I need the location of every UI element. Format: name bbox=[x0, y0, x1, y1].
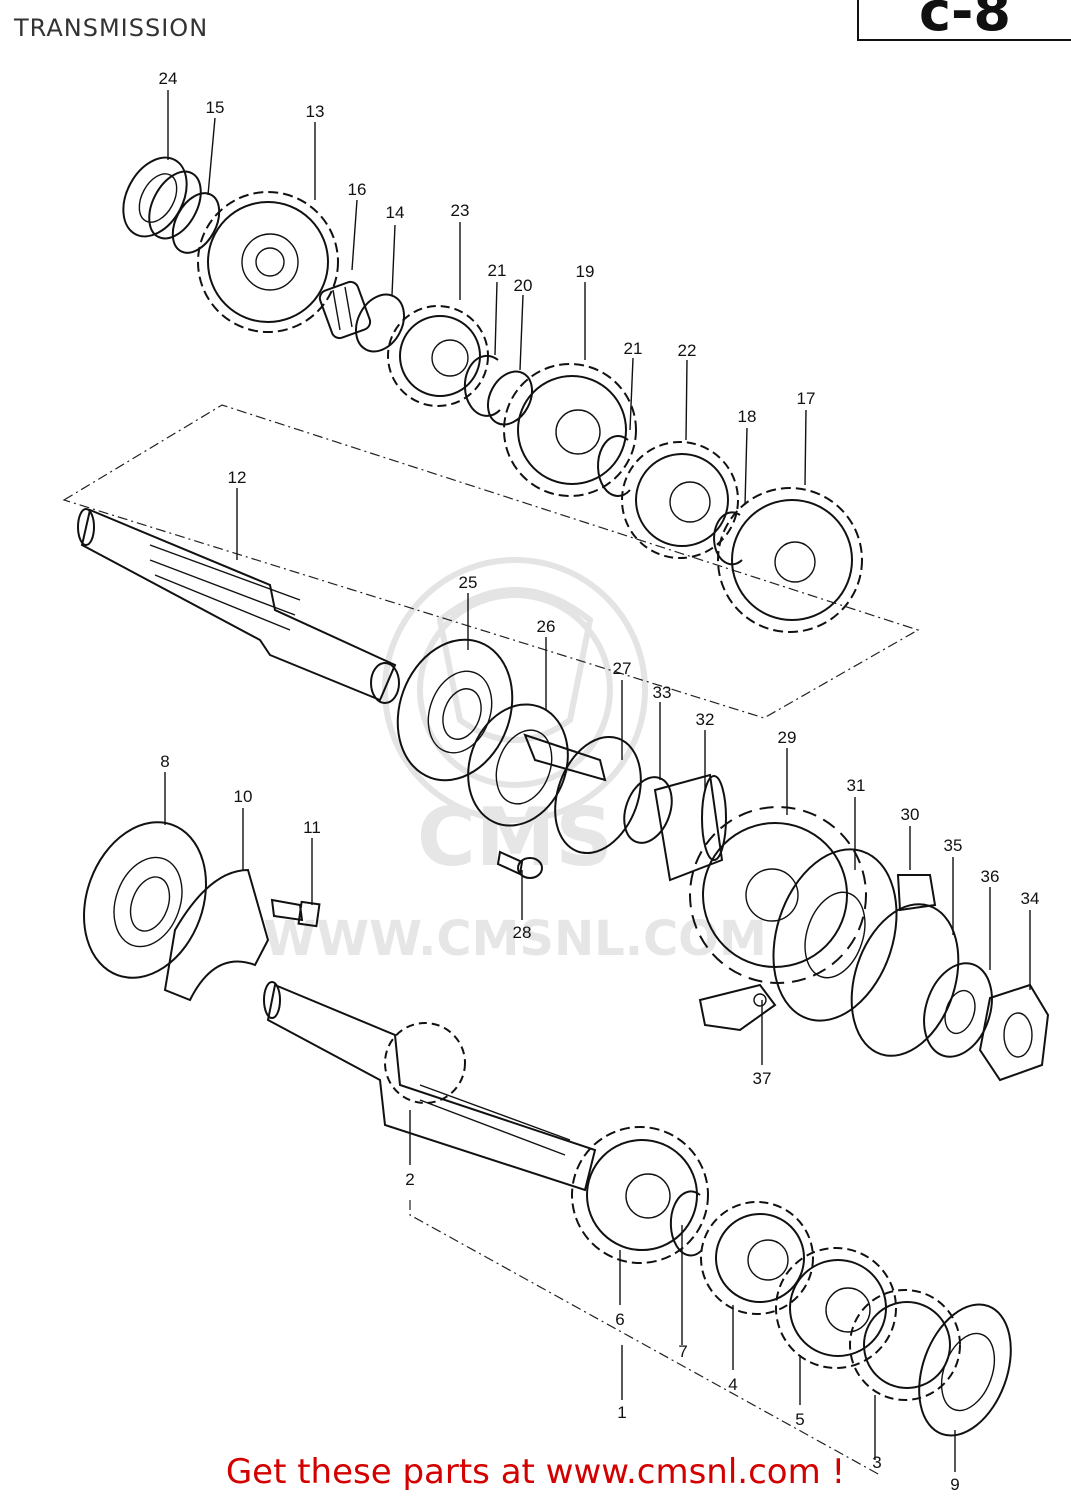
part-label: 11 bbox=[303, 818, 321, 837]
part-label: 16 bbox=[348, 180, 367, 199]
part-label: 10 bbox=[234, 787, 253, 806]
part-label: 7 bbox=[678, 1342, 687, 1361]
part-label: 9 bbox=[950, 1475, 959, 1494]
part-label: 21 bbox=[624, 339, 643, 358]
bolt-11 bbox=[270, 898, 321, 928]
gear-22 bbox=[621, 441, 739, 559]
part-label: 20 bbox=[514, 276, 533, 295]
gear-23 bbox=[387, 305, 489, 407]
gear-5 bbox=[775, 1247, 897, 1369]
gear-3 bbox=[849, 1289, 961, 1401]
gear-13 bbox=[197, 191, 339, 333]
washer-14 bbox=[355, 293, 405, 353]
part-label: 30 bbox=[901, 805, 920, 824]
page-title: TRANSMISSION bbox=[14, 14, 209, 42]
part-label: 29 bbox=[778, 728, 797, 747]
watermark-url: WWW.CMSNL.COM bbox=[263, 911, 767, 967]
circlip-21b bbox=[597, 435, 631, 497]
sprocket-29 bbox=[689, 806, 867, 984]
corner-mark: c-8 bbox=[919, 0, 1011, 43]
gear-4 bbox=[700, 1201, 814, 1315]
washer-15 bbox=[171, 192, 221, 254]
washer-35 bbox=[850, 903, 960, 1057]
countershaft-12 bbox=[77, 508, 400, 704]
part-label: 13 bbox=[306, 102, 325, 121]
bearing-16 bbox=[318, 280, 372, 340]
part-label: 17 bbox=[797, 389, 816, 408]
bearing-9 bbox=[918, 1303, 1012, 1437]
oil-seal-26 bbox=[467, 703, 569, 827]
part-label: 32 bbox=[696, 710, 715, 729]
washer-20 bbox=[486, 370, 534, 426]
part-label: 25 bbox=[459, 573, 478, 592]
screw-28 bbox=[496, 850, 543, 879]
plate-27 bbox=[523, 733, 642, 855]
part-label: 24 bbox=[159, 69, 178, 88]
bearing-8 bbox=[83, 821, 207, 979]
footer-promo-text: Get these parts at www.cmsnl.com ! bbox=[225, 1452, 846, 1492]
part-label: 2 bbox=[405, 1170, 414, 1189]
driveshaft-frame bbox=[409, 1200, 881, 1476]
part-label: 21 bbox=[488, 261, 507, 280]
corner-stamp: c-8 bbox=[857, 0, 1071, 43]
part-label: 37 bbox=[753, 1069, 772, 1088]
part-label: 19 bbox=[576, 262, 595, 281]
part-label: 12 bbox=[228, 468, 247, 487]
part-label: 35 bbox=[944, 836, 963, 855]
part-label: 18 bbox=[738, 407, 757, 426]
part-label: 31 bbox=[847, 776, 866, 795]
part-label: 27 bbox=[613, 659, 632, 678]
spacer-32 bbox=[653, 773, 727, 882]
retainer-10 bbox=[163, 868, 270, 1002]
countershaft-frame bbox=[62, 404, 920, 719]
circlip-21a bbox=[463, 354, 501, 417]
driveshaft-2 bbox=[263, 981, 597, 1192]
guide-37 bbox=[698, 983, 777, 1032]
gear-6 bbox=[571, 1126, 709, 1264]
part-label: 36 bbox=[981, 867, 1000, 886]
cmsnl-watermark: CMS WWW.CMSNL.COM bbox=[263, 557, 767, 967]
plate-30 bbox=[896, 874, 937, 912]
part-label: 14 bbox=[386, 203, 405, 222]
part-label: 23 bbox=[451, 201, 470, 220]
part-label: 22 bbox=[678, 341, 697, 360]
o-ring-33 bbox=[623, 776, 673, 844]
part-label: 8 bbox=[160, 752, 169, 771]
part-label: 1 bbox=[617, 1403, 626, 1422]
lock-washer-36 bbox=[923, 962, 993, 1058]
part-label: 3 bbox=[872, 1453, 881, 1472]
part-label: 4 bbox=[728, 1375, 737, 1394]
leader-lines bbox=[164, 90, 1031, 1472]
nut-34 bbox=[978, 983, 1050, 1082]
retainer-31 bbox=[772, 848, 898, 1022]
part-labels: 24 15 13 16 14 23 21 20 19 21 22 18 17 1… bbox=[159, 69, 1040, 1494]
gear-17 bbox=[717, 487, 863, 633]
part-label: 5 bbox=[795, 1410, 804, 1429]
gear-19 bbox=[503, 363, 637, 497]
part-label: 28 bbox=[513, 923, 532, 942]
bearing-24 bbox=[122, 156, 202, 240]
part-label: 34 bbox=[1021, 889, 1040, 908]
circlip-7 bbox=[669, 1190, 703, 1257]
watermark-logo: CMS bbox=[417, 791, 613, 884]
part-label: 26 bbox=[537, 617, 556, 636]
part-label: 6 bbox=[615, 1310, 624, 1329]
part-label: 33 bbox=[653, 683, 672, 702]
part-label: 15 bbox=[206, 98, 225, 117]
